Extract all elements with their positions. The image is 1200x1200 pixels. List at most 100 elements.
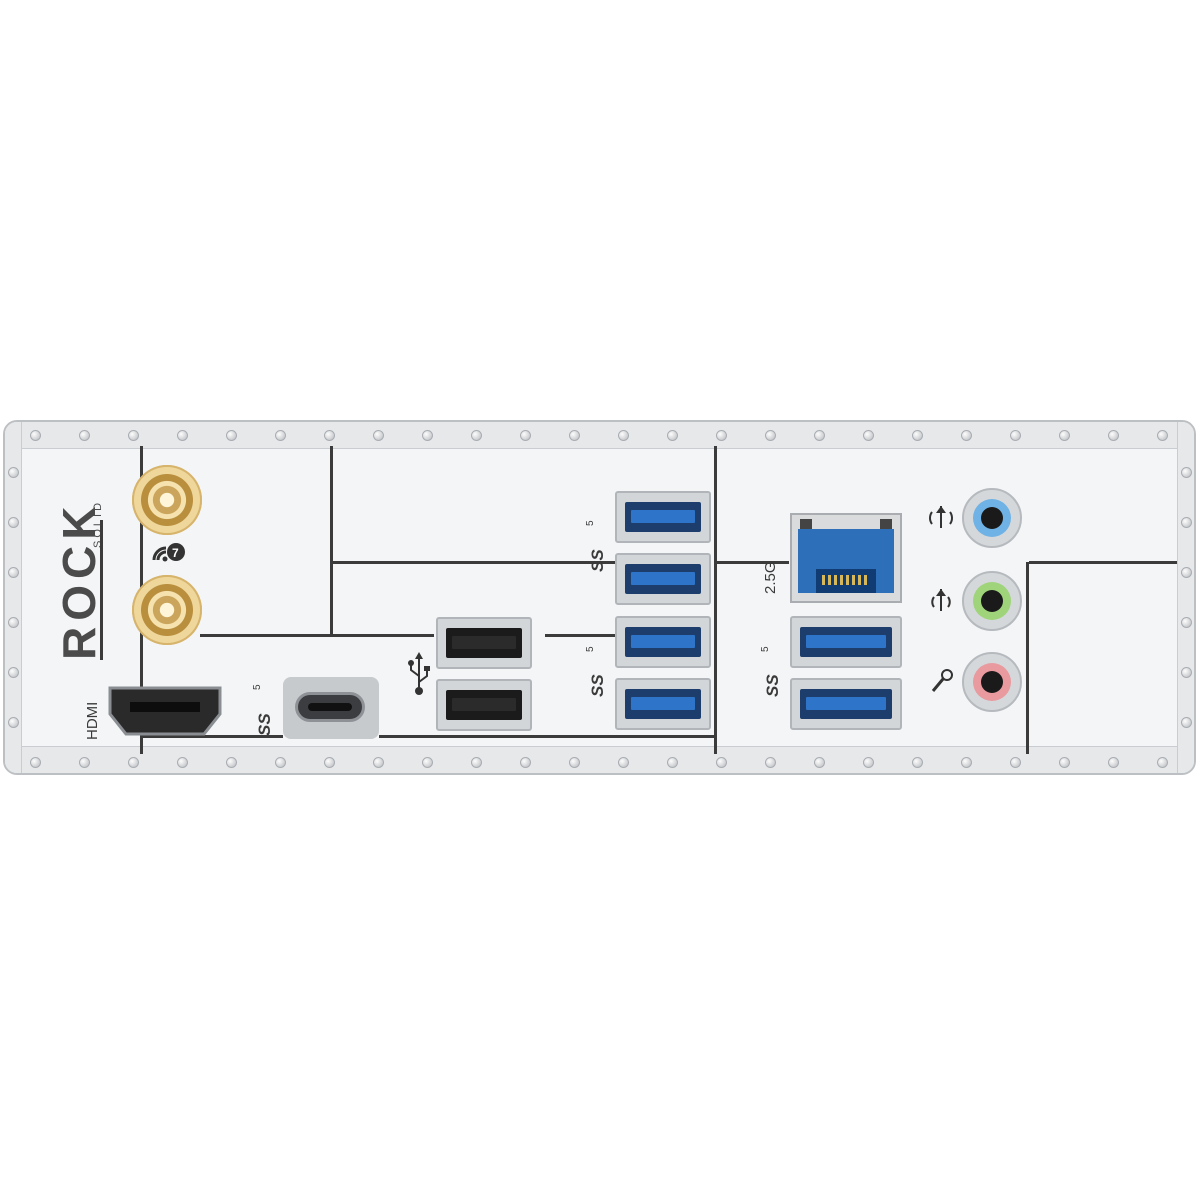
ss-usbc-label: SS: [255, 713, 274, 736]
shield-dimple: [667, 430, 678, 441]
shield-dimple: [226, 757, 237, 768]
shield-dimple: [1059, 430, 1070, 441]
line-in-jack[interactable]: [962, 488, 1022, 548]
shield-dimple: [569, 757, 580, 768]
divider-line: [1029, 561, 1177, 564]
shield-dimple: [471, 430, 482, 441]
ss-right-gen: 5: [760, 646, 771, 652]
shield-dimple: [1181, 617, 1192, 628]
shield-dimple: [275, 430, 286, 441]
shield-dimple: [1157, 757, 1168, 768]
shield-top-rail: [5, 422, 1194, 449]
shield-dimple: [1108, 430, 1119, 441]
svg-text:7: 7: [172, 546, 179, 560]
shield-dimple: [1010, 430, 1021, 441]
lan-speed-label: 2.5G: [762, 561, 779, 594]
divider-line: [333, 561, 615, 564]
usb2-port[interactable]: [436, 679, 532, 731]
shield-dimple: [79, 430, 90, 441]
shield-dimple: [912, 757, 923, 768]
shield-dimple: [1181, 667, 1192, 678]
usb3-port[interactable]: [790, 616, 902, 668]
wifi-antenna-connector[interactable]: [132, 575, 202, 645]
shield-right-rail: [1177, 422, 1194, 773]
shield-dimple: [667, 757, 678, 768]
divider-line: [717, 561, 789, 564]
usb3-port[interactable]: [615, 491, 711, 543]
shield-dimple: [373, 757, 384, 768]
ss-mid-bottom-label: SS: [588, 674, 607, 697]
shield-dimple: [863, 757, 874, 768]
shield-bottom-rail: [5, 746, 1194, 773]
shield-dimple: [422, 757, 433, 768]
line-out-jack[interactable]: [962, 571, 1022, 631]
shield-dimple: [520, 430, 531, 441]
shield-dimple: [177, 757, 188, 768]
usb-trident-icon: [407, 652, 431, 702]
shield-dimple: [1010, 757, 1021, 768]
shield-dimple: [324, 430, 335, 441]
shield-dimple: [8, 567, 19, 578]
line-out-icon: [926, 585, 956, 621]
shield-dimple: [1108, 757, 1119, 768]
ss-usbc-gen: 5: [252, 684, 263, 690]
shield-dimple: [8, 667, 19, 678]
shield-dimple: [765, 430, 776, 441]
divider-line: [379, 735, 715, 738]
shield-dimple: [569, 430, 580, 441]
shield-dimple: [912, 430, 923, 441]
shield-dimple: [471, 757, 482, 768]
shield-dimple: [618, 757, 629, 768]
hdmi-label: HDMI: [84, 701, 101, 740]
shield-dimple: [765, 757, 776, 768]
shield-dimple: [8, 617, 19, 628]
shield-left-rail: [5, 422, 22, 773]
shield-dimple: [1059, 757, 1070, 768]
shield-dimple: [1181, 517, 1192, 528]
shield-dimple: [128, 430, 139, 441]
ss-mid-top-label: SS: [588, 549, 607, 572]
shield-dimple: [8, 717, 19, 728]
divider-line: [714, 446, 717, 754]
microphone-icon: [928, 666, 958, 702]
shield-dimple: [863, 430, 874, 441]
shield-dimple: [128, 757, 139, 768]
shield-dimple: [814, 430, 825, 441]
usb3-port[interactable]: [615, 678, 711, 730]
wifi-antenna-connector[interactable]: [132, 465, 202, 535]
shield-dimple: [8, 467, 19, 478]
shield-dimple: [1157, 430, 1168, 441]
shield-dimple: [1181, 467, 1192, 478]
shield-dimple: [520, 757, 531, 768]
usb-c-port[interactable]: [295, 692, 365, 722]
shield-dimple: [8, 517, 19, 528]
mic-jack[interactable]: [962, 652, 1022, 712]
ss-mid-top-gen: 5: [585, 520, 596, 526]
lan-led-left: [800, 519, 812, 529]
usb2-port[interactable]: [436, 617, 532, 669]
hdmi-port[interactable]: [108, 684, 222, 736]
logo-underline: [100, 520, 103, 660]
ethernet-port[interactable]: [790, 513, 902, 603]
divider-line: [330, 446, 333, 636]
shield-dimple: [275, 757, 286, 768]
divider-line: [143, 735, 283, 738]
shield-dimple: [961, 757, 972, 768]
ss-mid-bottom-gen: 5: [585, 646, 596, 652]
shield-dimple: [30, 430, 41, 441]
shield-dimple: [716, 757, 727, 768]
shield-dimple: [716, 430, 727, 441]
line-in-icon: [926, 502, 956, 538]
shield-dimple: [422, 430, 433, 441]
shield-dimple: [814, 757, 825, 768]
usb3-port[interactable]: [790, 678, 902, 730]
usb3-port[interactable]: [615, 553, 711, 605]
divider-line: [1026, 562, 1029, 754]
shield-dimple: [373, 430, 384, 441]
shield-dimple: [1181, 567, 1192, 578]
shield-dimple: [618, 430, 629, 441]
shield-dimple: [1181, 717, 1192, 728]
shield-dimple: [226, 430, 237, 441]
divider-line: [545, 634, 617, 637]
usb3-port[interactable]: [615, 616, 711, 668]
